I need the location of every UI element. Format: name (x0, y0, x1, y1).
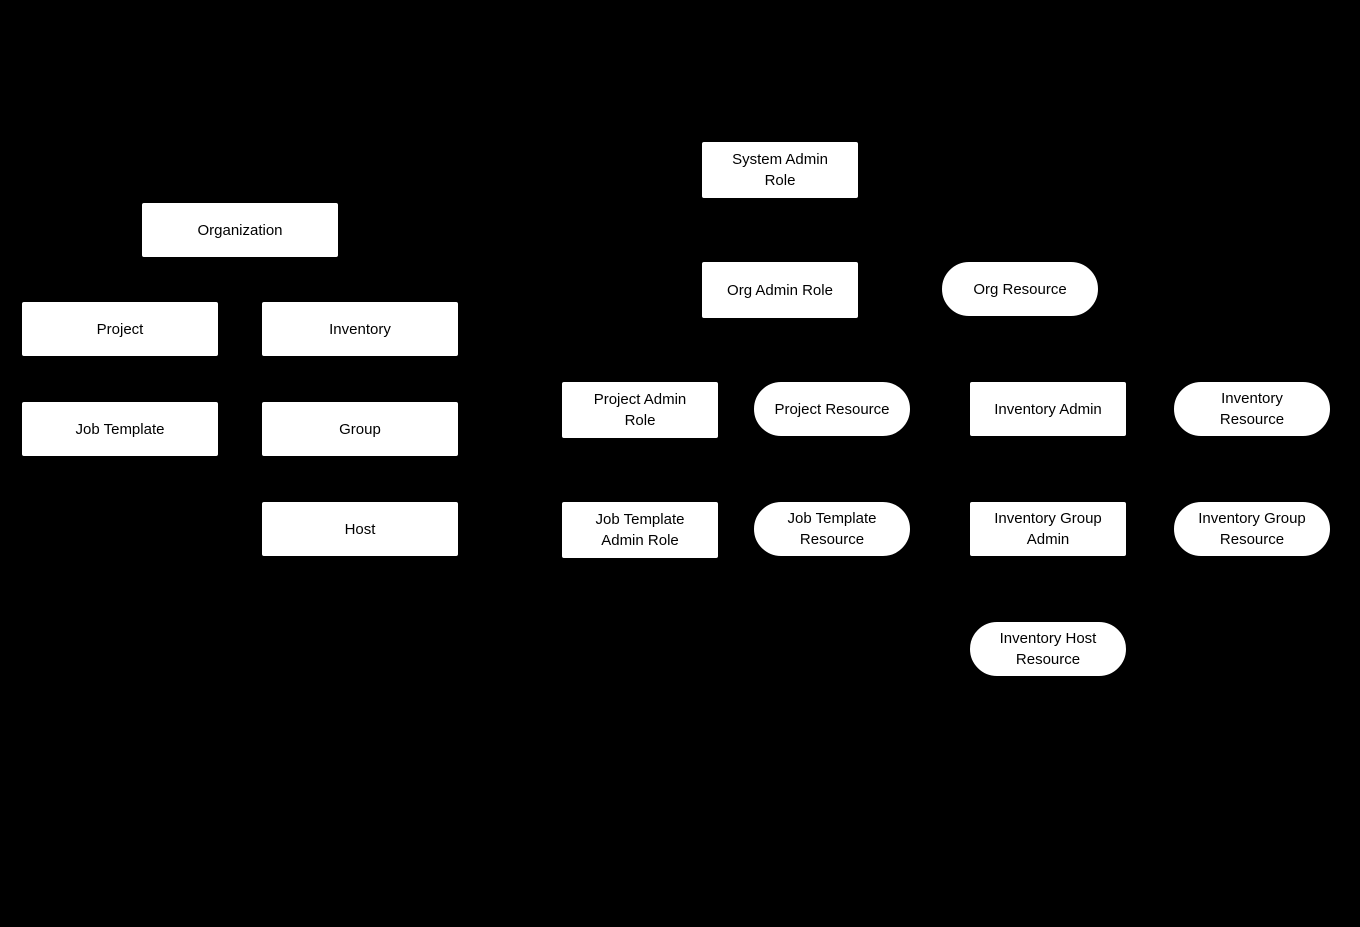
node-org-admin-role: Org Admin Role (701, 261, 859, 319)
node-project-admin-role: Project Admin Role (561, 381, 719, 439)
node-inventory-admin: Inventory Admin (969, 381, 1127, 437)
node-organization-label: Organization (197, 221, 283, 239)
node-job-template-label: Job Template (75, 420, 165, 438)
node-group-label: Group (339, 420, 381, 438)
node-job-template: Job Template (21, 401, 219, 457)
node-inventory-group-admin: Inventory Group Admin (969, 501, 1127, 557)
node-group: Group (261, 401, 459, 457)
node-inventory-group-admin-label: Inventory Group Admin (994, 510, 1102, 548)
node-inventory-resource: Inventory Resource (1173, 381, 1331, 437)
node-host: Host (261, 501, 459, 557)
node-host-label: Host (344, 520, 376, 538)
node-org-resource: Org Resource (941, 261, 1099, 317)
node-org-resource-label: Org Resource (973, 280, 1067, 298)
node-job-template-resource-label: Job Template Resource (787, 510, 877, 548)
node-job-template-admin-role: Job Template Admin Role (561, 501, 719, 559)
node-system-admin-role-label: System Admin Role (732, 151, 828, 189)
node-project: Project (21, 301, 219, 357)
node-inventory-host-resource-label: Inventory Host Resource (999, 630, 1097, 668)
node-job-template-resource: Job Template Resource (753, 501, 911, 557)
node-job-template-admin-role-label: Job Template Admin Role (595, 511, 685, 549)
node-system-admin-role: System Admin Role (701, 141, 859, 199)
node-organization: Organization (141, 202, 339, 258)
node-inventory: Inventory (261, 301, 459, 357)
node-project-admin-role-label: Project Admin Role (593, 391, 687, 429)
node-inventory-admin-label: Inventory Admin (994, 400, 1102, 418)
node-inventory-resource-label: Inventory Resource (1219, 390, 1285, 428)
node-project-resource-label: Project Resource (774, 400, 890, 418)
node-project-label: Project (96, 320, 144, 338)
node-inventory-group-resource: Inventory Group Resource (1173, 501, 1331, 557)
node-inventory-host-resource: Inventory Host Resource (969, 621, 1127, 677)
node-inventory-label: Inventory (329, 320, 391, 338)
node-inventory-group-resource-label: Inventory Group Resource (1198, 510, 1306, 548)
node-project-resource: Project Resource (753, 381, 911, 437)
node-org-admin-role-label: Org Admin Role (727, 281, 833, 299)
